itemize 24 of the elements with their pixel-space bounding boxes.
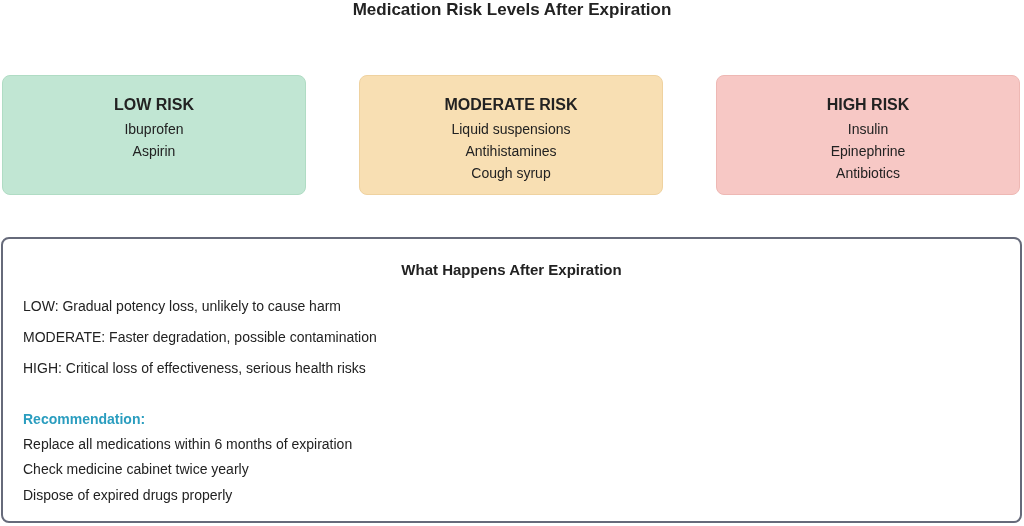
- diagram-title: Medication Risk Levels After Expiration: [351, 0, 673, 20]
- medication-name: Aspirin: [131, 142, 177, 160]
- recommendation-item: Dispose of expired drugs properly: [23, 487, 233, 503]
- risk-card: [359, 75, 663, 195]
- card-heading: LOW RISK: [113, 96, 195, 114]
- medication-name: Cough syrup: [470, 164, 552, 182]
- risk-description: MODERATE: Faster degradation, possible contamination: [23, 329, 377, 345]
- card-heading: HIGH RISK: [825, 96, 911, 114]
- medication-name: Antibiotics: [835, 164, 901, 182]
- risk-card: [716, 75, 1020, 195]
- medication-name: Liquid suspensions: [450, 120, 572, 138]
- medication-name: Antihistamines: [464, 142, 558, 160]
- medication-name: Insulin: [846, 120, 890, 138]
- recommendation-item: Replace all medications within 6 months of expiration: [23, 436, 353, 452]
- info-panel: [1, 237, 1022, 523]
- risk-card: [2, 75, 306, 195]
- risk-description: LOW: Gradual potency loss, unlikely to cause harm: [23, 298, 341, 314]
- panel-heading: What Happens After Expiration: [400, 261, 623, 278]
- risk-description: HIGH: Critical loss of effectiveness, serious health risks: [23, 360, 366, 376]
- medication-name: Ibuprofen: [123, 120, 185, 138]
- recommendation-heading: Recommendation:: [23, 411, 146, 427]
- medication-name: Epinephrine: [829, 142, 907, 160]
- recommendation-item: Check medicine cabinet twice yearly: [23, 461, 249, 477]
- card-heading: MODERATE RISK: [443, 96, 579, 114]
